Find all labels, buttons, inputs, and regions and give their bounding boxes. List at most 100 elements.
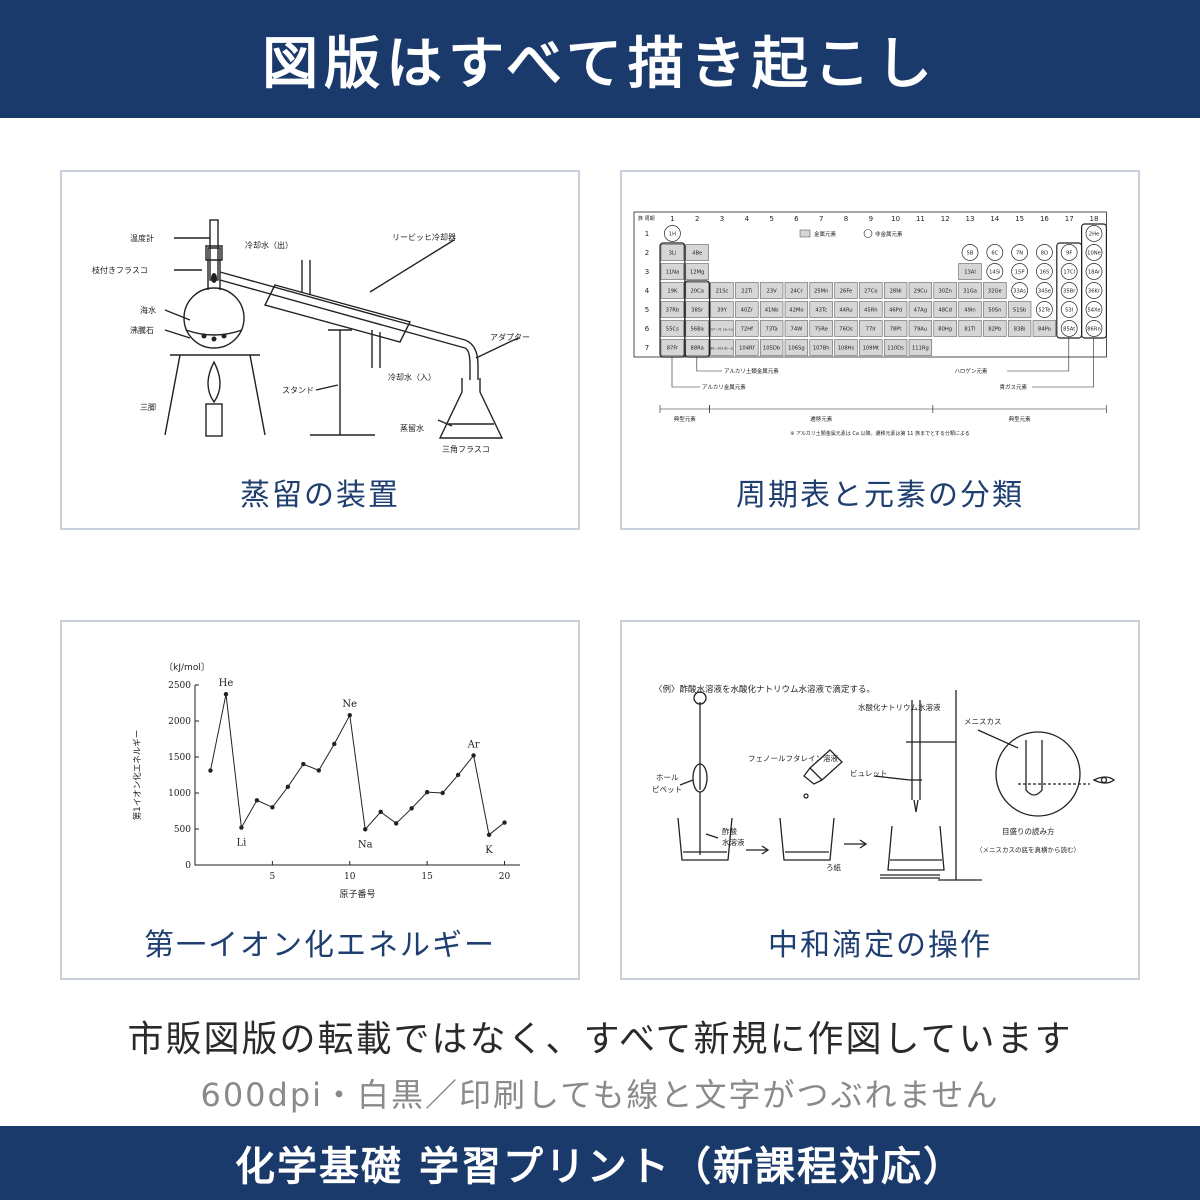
tagline: 市販図版の転載ではなく、すべて新規に作図しています bbox=[127, 1019, 1073, 1060]
pt-element-label: 20Ca bbox=[690, 289, 703, 295]
ie-point-label: Ne bbox=[342, 699, 357, 710]
label-phenolphthalein: フェノールフタレイン溶液 bbox=[748, 753, 838, 763]
ie-point bbox=[440, 790, 445, 796]
pt-nonmetal-cell bbox=[1011, 263, 1028, 280]
pt-element-label: 30Zn bbox=[938, 289, 951, 295]
ie-xtick-label: 20 bbox=[499, 872, 511, 882]
pt-label-alkali: アルカリ金属元素 bbox=[702, 383, 746, 391]
pt-element-label: 105Db bbox=[763, 346, 781, 352]
ie-point bbox=[270, 805, 275, 810]
pt-element-label: 44Ru bbox=[839, 308, 852, 314]
pt-metal-cell bbox=[784, 301, 809, 318]
pt-nonmetal-cell bbox=[1011, 244, 1028, 261]
pt-metal-cell bbox=[784, 320, 809, 337]
pt-element-label: 75Re bbox=[815, 327, 828, 333]
label-filter-paper: ろ紙 bbox=[826, 862, 841, 872]
ie-point-label: Ar bbox=[467, 739, 480, 750]
pt-element-label: 8O bbox=[1041, 251, 1048, 257]
liebig-condenser bbox=[263, 284, 412, 343]
pt-element-label: 37Rb bbox=[666, 308, 680, 314]
pt-element-label: 57~71 La~Lu bbox=[711, 328, 733, 332]
pt-element-label: 21Sc bbox=[716, 289, 729, 295]
pt-label-typical-left-arrow bbox=[659, 405, 710, 413]
pt-element-label: 42Mo bbox=[789, 308, 803, 314]
pt-element-label: 78Pt bbox=[890, 327, 902, 333]
pt-metal-cell bbox=[759, 301, 784, 318]
pt-element-label: 55Cs bbox=[666, 327, 679, 333]
pt-metal-cell bbox=[958, 301, 982, 318]
pt-metal-cell bbox=[883, 282, 908, 299]
pt-metal-cell bbox=[958, 320, 982, 337]
ie-ytick-label: 1500 bbox=[168, 753, 191, 763]
label-cooling-out: 冷却水（出） bbox=[245, 240, 293, 250]
pt-element-label: 111Rg bbox=[912, 346, 929, 352]
pt-element-label: 50Sn bbox=[988, 308, 1001, 314]
pt-nonmetal-cell bbox=[1085, 225, 1103, 242]
caption-distillation: 蒸留の装置 bbox=[240, 478, 400, 513]
pt-label-typical-left: 典型元素 bbox=[674, 415, 697, 423]
pt-metal-cell bbox=[735, 301, 759, 318]
pt-metal-cell bbox=[859, 282, 883, 299]
ie-point bbox=[332, 741, 337, 747]
ie-point-label: He bbox=[219, 678, 234, 689]
ie-point bbox=[471, 753, 476, 758]
pt-metal-cell bbox=[883, 339, 908, 356]
header-title: 図版はすべて描き起こし bbox=[262, 31, 938, 97]
pt-element-label: 86Rn bbox=[1087, 327, 1101, 333]
pt-metal-cell bbox=[908, 339, 933, 356]
pt-metal-cell bbox=[660, 244, 685, 261]
pt-element-label: 10Ne bbox=[1087, 251, 1101, 257]
pt-element-label: 107Bh bbox=[813, 346, 830, 352]
pt-group-label: 17 bbox=[1065, 215, 1074, 223]
pt-element-label: 109Mt bbox=[863, 346, 879, 352]
pt-element-label: 17Cl bbox=[1063, 270, 1075, 276]
pt-noble-leader bbox=[1032, 338, 1094, 388]
pt-element-label: 23V bbox=[767, 289, 778, 295]
ie-point bbox=[239, 825, 244, 830]
ie-point bbox=[285, 784, 291, 790]
pt-element-label: 6C bbox=[991, 251, 998, 257]
pt-element-label: 108Hs bbox=[838, 346, 855, 352]
pt-nonmetal-cell bbox=[1036, 301, 1053, 318]
pt-metal-cell bbox=[660, 301, 685, 318]
label-conical-flask: 三角フラスコ bbox=[442, 444, 490, 454]
label-meniscus: メニスカス bbox=[964, 717, 1002, 726]
pt-metal-cell bbox=[983, 282, 1007, 299]
ie-point-label: K bbox=[485, 845, 493, 856]
pt-metal-cell bbox=[834, 320, 858, 337]
pt-period-label: 3 bbox=[645, 268, 649, 276]
pt-metal-cell bbox=[685, 339, 709, 356]
pt-metal-cell bbox=[784, 339, 809, 356]
pt-element-label: 87Fr bbox=[667, 346, 679, 352]
ie-point bbox=[347, 712, 352, 718]
pt-element-label: 81Tl bbox=[964, 327, 975, 333]
pt-alkaline-earth-outline bbox=[684, 280, 711, 358]
pt-period-label: 2 bbox=[645, 249, 649, 257]
pt-metal-cell bbox=[809, 339, 833, 356]
pt-element-label: 3Li bbox=[669, 251, 677, 257]
pt-label-noble: 貴ガス元素 bbox=[1000, 383, 1028, 391]
pt-nonmetal-cell bbox=[1085, 244, 1103, 261]
pt-element-label: 49In bbox=[964, 308, 975, 314]
card-titration: 〈例〉酢酸水溶液を水酸化ナトリウム水溶液で滴定する。 水酸化ナトリウム水溶液 メ… bbox=[620, 620, 1140, 980]
pt-metal-cell bbox=[834, 301, 858, 318]
pt-metal-cell bbox=[859, 320, 883, 337]
ie-point bbox=[223, 692, 229, 697]
pt-metal-cell bbox=[983, 301, 1007, 318]
pt-group-label: 16 bbox=[1040, 215, 1049, 223]
label-distillate: 蒸留水 bbox=[400, 423, 424, 433]
pt-metal-cell bbox=[834, 339, 858, 356]
pt-element-label: 43Tc bbox=[815, 308, 827, 314]
pt-period-label: 4 bbox=[645, 287, 650, 295]
pt-element-label: 4Be bbox=[692, 251, 702, 257]
pt-element-label: 84Po bbox=[1038, 327, 1051, 333]
pt-element-label: 24Cr bbox=[790, 289, 803, 295]
pt-nonmetal-cell bbox=[961, 244, 979, 261]
beaker-acetic bbox=[677, 817, 733, 861]
ie-ytick-label: 0 bbox=[185, 861, 191, 871]
pt-element-label: 18Ar bbox=[1088, 270, 1101, 276]
pt-element-label: 40Zr bbox=[741, 308, 754, 314]
pt-element-label: 45Rh bbox=[864, 308, 878, 314]
pt-group-label: 8 bbox=[844, 215, 848, 223]
footer-banner: 化学基礎 学習プリント（新課程対応） bbox=[0, 1126, 1200, 1200]
